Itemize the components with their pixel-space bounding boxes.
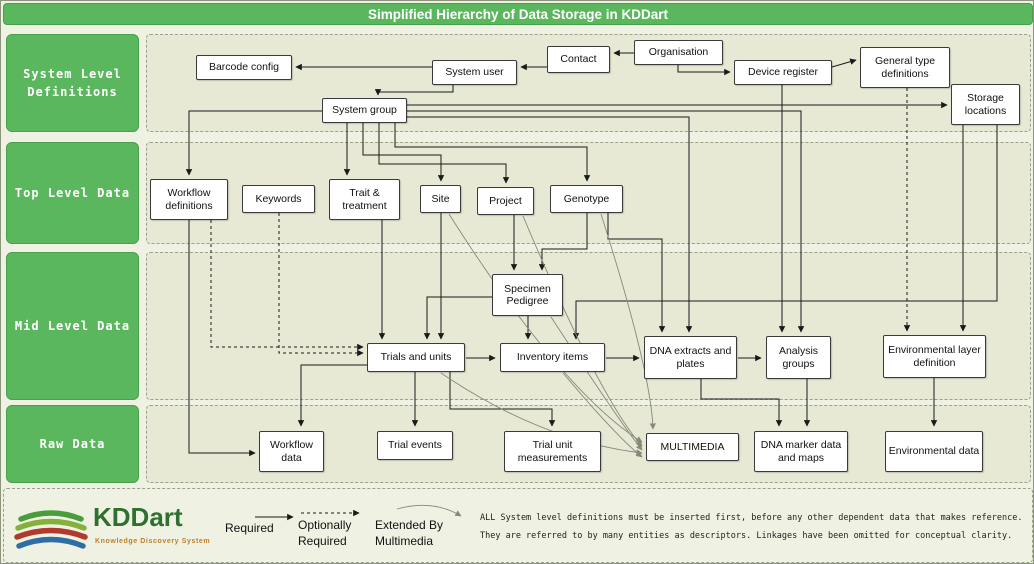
legend-note-line1: ALL System level definitions must be ins… [480,513,1023,523]
edge-required [188,220,256,457]
edge-required [607,213,666,333]
edge-required [297,364,367,427]
row-label-mid-level: Mid Level Data [6,252,139,400]
edge-required [374,85,454,96]
legend-panel [3,488,1033,563]
page-title: Simplified Hierarchy of Data Storage in … [3,3,1033,25]
node-workflow_data: Workflow data [259,431,324,472]
node-general_type: General type definitions [860,47,950,88]
edge-optional [210,220,364,351]
row-label-raw-data: Raw Data [6,405,139,483]
edge-required [362,123,445,182]
node-contact: Contact [547,46,610,73]
node-workflow_definitions: Workflow definitions [150,179,228,220]
edge-multimedia [550,316,643,451]
node-analysis_groups: Analysis groups [766,336,831,379]
row-label-system-level: System Level Definitions [6,34,139,132]
edge-multimedia [562,372,643,458]
edge-multimedia [448,213,643,443]
edge-multimedia [440,372,643,456]
edge-multimedia [522,215,643,447]
edge-required [449,372,556,427]
node-system_group: System group [322,98,407,123]
kddart-logo-text: KDDart [93,502,183,532]
node-trial_unit_measurements: Trial unit measurements [504,431,601,472]
edge-required [394,123,591,182]
node-trial_events: Trial events [377,431,453,460]
legend-optional-label: Optionally Required [298,518,352,548]
node-genotype: Genotype [550,185,623,213]
kddart-logo-tagline: Knowledge Discovery System [95,538,211,545]
node-organisation: Organisation [634,40,723,65]
edge-required [572,125,998,340]
edge-required [407,116,693,333]
node-dna_extracts: DNA extracts and plates [644,336,737,379]
node-trait_treatment: Trait & treatment [329,179,400,220]
node-multimedia: MULTIMEDIA [646,433,739,461]
node-env_layer: Environmental layer definition [883,335,986,378]
node-trials_units: Trials and units [367,343,465,372]
node-inventory_items: Inventory items [500,343,605,372]
node-project: Project [477,187,534,215]
legend-note-line2: They are referred to by many entities as… [480,531,1013,541]
edge-multimedia [396,504,462,517]
edge-required [831,58,857,68]
edge-required [423,296,492,340]
edge-required [700,379,783,427]
node-site: Site [420,185,461,213]
node-device_register: Device register [734,60,832,85]
node-barcode_config: Barcode config [196,55,292,80]
node-keywords: Keywords [242,185,315,213]
edge-required [378,123,510,184]
node-system_user: System user [432,60,517,85]
edge-required [677,65,731,76]
node-specimen_pedigree: Specimen Pedigree [492,274,563,316]
node-dna_marker: DNA marker data and maps [754,431,848,472]
edge-multimedia [600,213,656,430]
edge-optional [278,213,364,357]
legend-multimedia-label: Extended By Multimedia [375,518,444,548]
edge-required [407,110,805,333]
kddart-logo-icon [14,510,88,549]
node-storage_locations: Storage locations [951,84,1020,125]
legend-required-label: Required [225,521,274,535]
row-label-top-level: Top Level Data [6,142,139,244]
edge-required [538,213,588,271]
edge-required [185,110,322,176]
node-env_data: Environmental data [885,431,983,472]
